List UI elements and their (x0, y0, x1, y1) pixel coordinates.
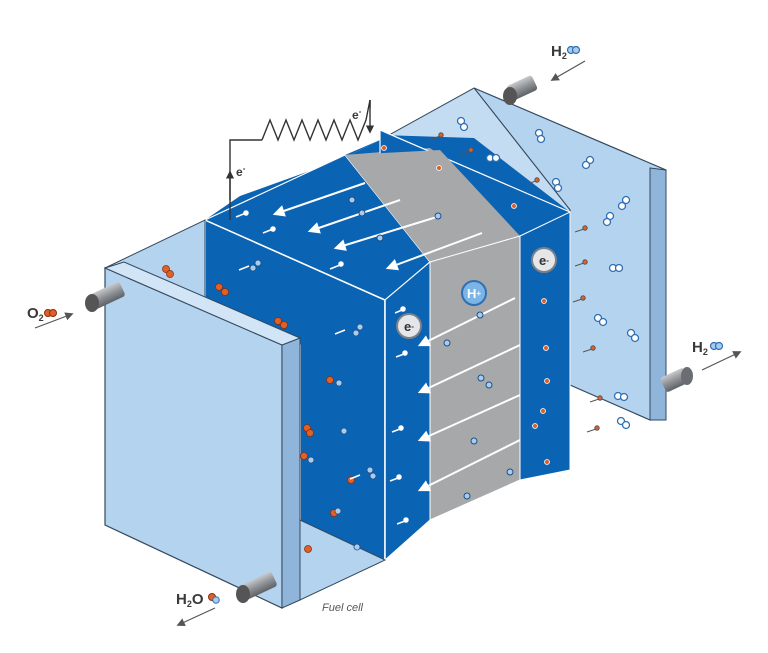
electron-symbol: e (539, 252, 547, 268)
electron-label-left: e- (236, 164, 246, 179)
flow-arrows (34, 60, 742, 627)
h2o-outlet-label: H2O (176, 592, 204, 609)
h2o-molecule-icon (208, 593, 220, 604)
external-circuit (225, 99, 375, 220)
cathode-plate (103, 219, 387, 609)
proton-charge: + (476, 288, 482, 298)
label-text-tail: O (191, 591, 204, 608)
label-text: O (27, 305, 39, 322)
o2-inlet-label: O2 (27, 306, 44, 323)
hydrogen-molecules (456, 116, 640, 430)
h2-inlet-label: H2 (551, 44, 567, 61)
electron-ion-cathode: e- (396, 313, 422, 339)
h2-out-molecule-icon (709, 341, 724, 351)
electron-tracks (429, 132, 603, 433)
electrons-anode (381, 145, 550, 465)
hydrogen-outlet-pipe (660, 367, 693, 392)
label-text: H (551, 43, 562, 60)
label-subscript: 2 (186, 599, 192, 609)
label-text: e (352, 108, 359, 122)
proton-symbol: H (466, 285, 477, 301)
label-text: H (692, 339, 703, 356)
diagram-caption: Fuel cell (322, 602, 363, 614)
label-subscript: 2 (38, 313, 44, 323)
h2-in-molecule-icon (566, 45, 581, 55)
water-outlet-pipe (236, 572, 277, 603)
electron-charge: - (546, 255, 549, 265)
o2-molecule-icon (44, 309, 57, 317)
label-text: e (236, 165, 243, 179)
electron-label-right: e- (352, 107, 362, 122)
electron-charge: - (411, 321, 414, 331)
hydrogen-inlet-pipe (503, 75, 538, 105)
label-text: H (176, 591, 187, 608)
water-molecules (249, 259, 377, 551)
label-subscript: 2 (702, 347, 708, 357)
hydrogen-ions (348, 196, 514, 500)
electron-symbol: e (404, 318, 412, 334)
proton-ion: H+ (461, 280, 487, 306)
h2-outlet-label: H2 (692, 340, 708, 357)
proton-flow-arrows (272, 182, 521, 492)
cathode-electron-arrows (235, 210, 409, 525)
electron-ion-anode: e- (531, 247, 557, 273)
label-subscript: 2 (561, 51, 567, 61)
oxygen-inlet-pipe (85, 282, 125, 312)
